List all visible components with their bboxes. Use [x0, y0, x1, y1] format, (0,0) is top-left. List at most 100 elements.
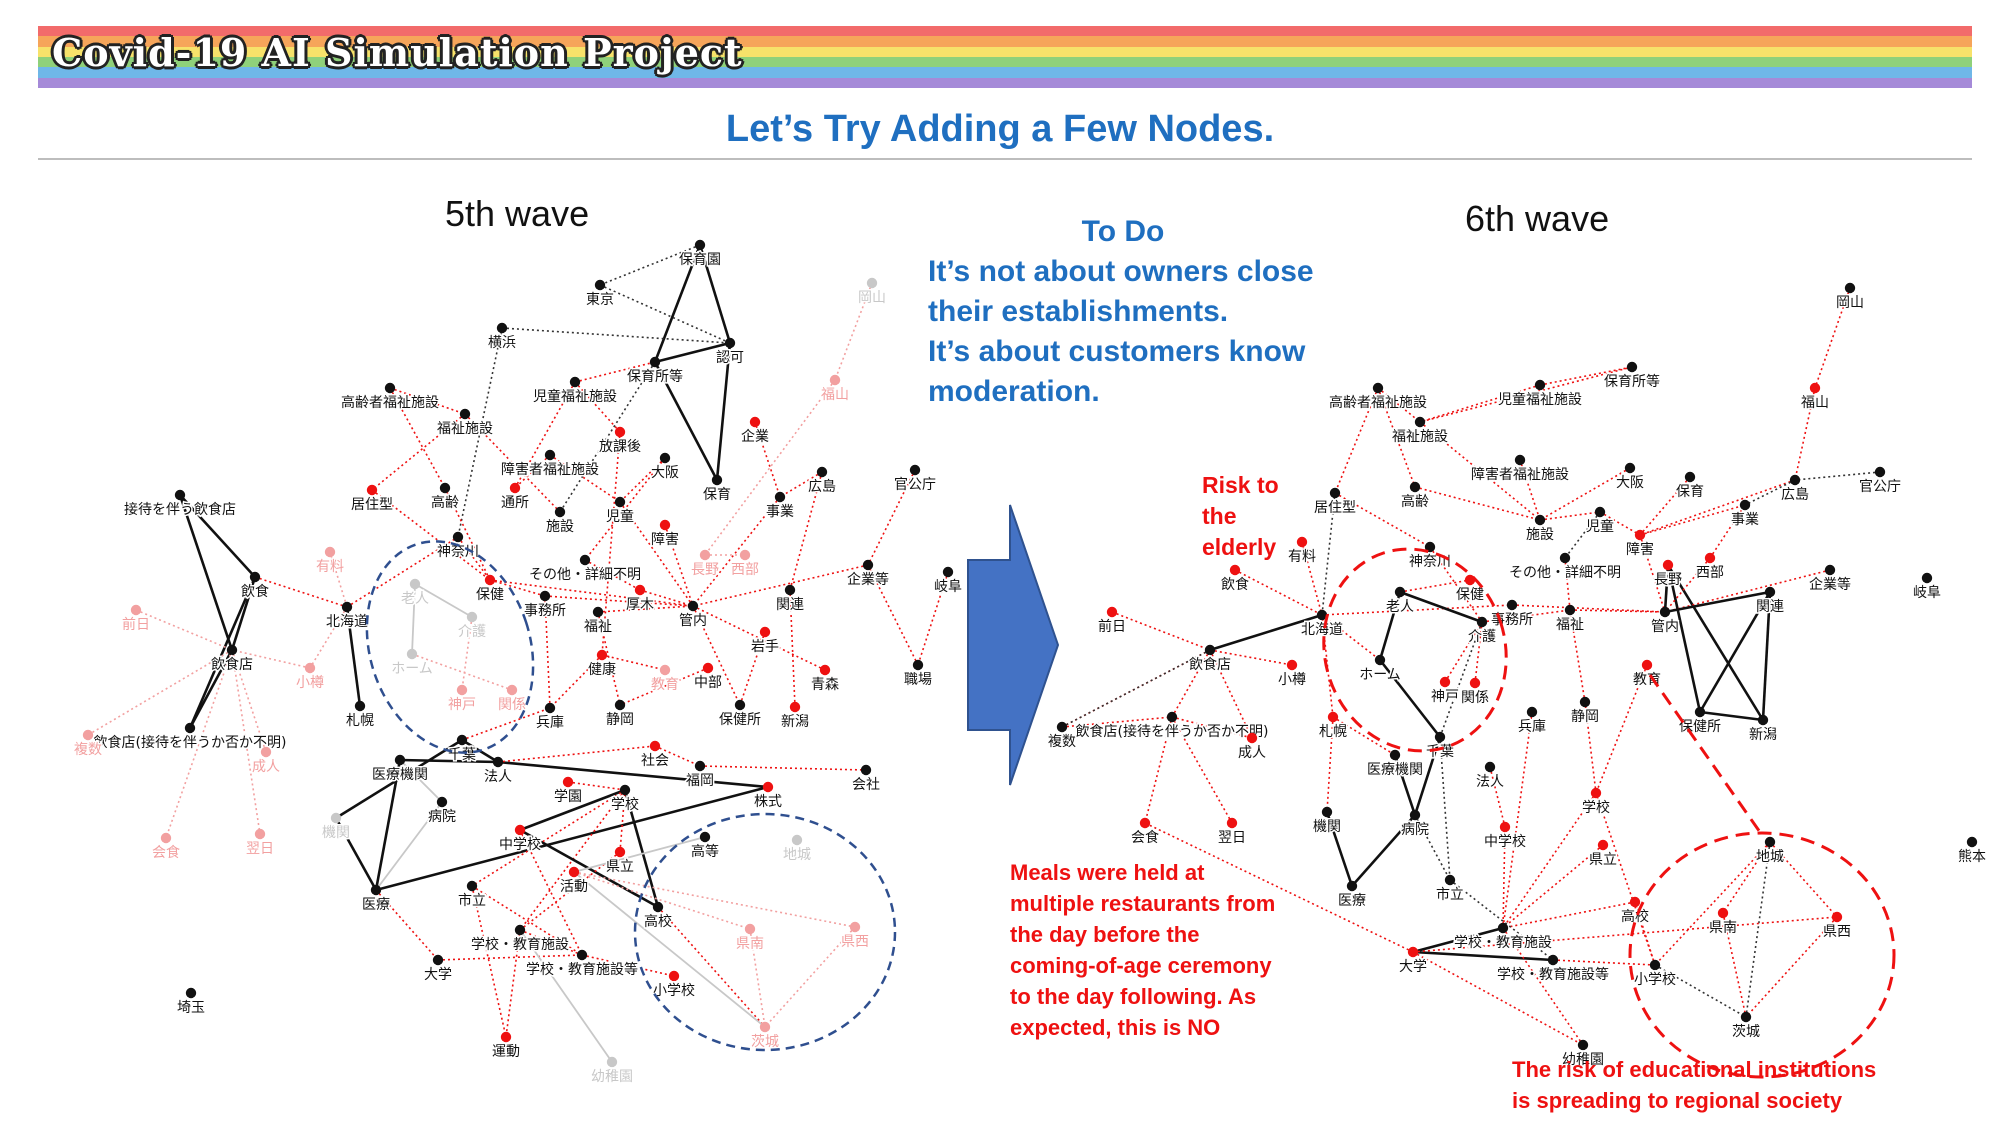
wave6-edge [1639, 534, 1666, 613]
wave6-edge [1698, 591, 1772, 713]
wave6-node-label: 障害者福祉施設 [1471, 467, 1569, 483]
wave6-edge [1664, 569, 1831, 613]
wave5-node-label: 介護 [458, 624, 486, 640]
wave5-node [562, 776, 574, 788]
wave6-edge [1061, 649, 1211, 728]
wave5-node [394, 754, 406, 766]
banner-stripe [38, 46, 1972, 57]
wave6-edge [1325, 811, 1354, 887]
wave5-node [791, 834, 803, 846]
wave6-edge [1378, 591, 1402, 661]
wave5-node [912, 659, 924, 671]
wave5-edge [461, 707, 551, 741]
wave6-node [1514, 454, 1526, 466]
wave5-edge [497, 760, 769, 789]
wave5-node [514, 824, 526, 836]
wave6-node [1641, 659, 1653, 671]
wave5-node [724, 337, 736, 349]
wave6-node [1321, 806, 1333, 818]
wave5-node [594, 279, 606, 291]
wave5-edge [549, 654, 603, 709]
wave6-node [1286, 659, 1298, 671]
wave6-node-label: 児童 [1586, 518, 1614, 535]
wave6-node-label: 高齢 [1401, 493, 1429, 510]
wave5-node-label: 通所 [501, 495, 529, 511]
wave6-node-label: 事業 [1731, 512, 1759, 528]
wave6-node [1579, 696, 1591, 708]
wave6-edge [1234, 569, 1323, 616]
wave5-node [749, 416, 761, 428]
wave6-edge [1334, 387, 1379, 494]
wave5-node-label: 青森 [811, 677, 839, 693]
wave5-edge [704, 379, 836, 556]
wave5-edge [471, 885, 507, 1038]
wave5-edge [715, 342, 732, 481]
wave5-node [659, 664, 671, 676]
wave5-edge [653, 361, 719, 481]
wave6-edge [1502, 901, 1636, 929]
wave5-node-label: 埼玉 [177, 1000, 205, 1016]
wave6-edge [1429, 546, 1483, 623]
wave5-node-label: 幼稚園 [591, 1069, 633, 1085]
wave6-node [1624, 462, 1636, 474]
wave6-node [1844, 282, 1856, 294]
banner-stripe [38, 36, 1972, 47]
wave6-node [1547, 954, 1559, 966]
wave5-node-label: 兵庫 [536, 714, 564, 731]
wave5-node [456, 734, 468, 746]
wave5-edge [188, 576, 257, 729]
wave6-node [1226, 817, 1238, 829]
wave5-node-label: 事業 [766, 504, 794, 520]
wave5-edge [597, 611, 621, 706]
wave5-edge [601, 654, 666, 671]
wave6-node [1464, 574, 1476, 586]
wave6-node [1374, 654, 1386, 666]
wave5-edge [346, 536, 459, 608]
wave5-node [500, 1031, 512, 1043]
wave5-node [829, 374, 841, 386]
wave6-edge [1412, 951, 1584, 1046]
wave6-node [1534, 514, 1546, 526]
wave5-node [649, 356, 661, 368]
wave6-edge [1377, 387, 1421, 423]
wave5-edge [574, 381, 621, 433]
wave6-node [1789, 474, 1801, 486]
wave6-edge [1502, 927, 1584, 1046]
wave6-node [1414, 416, 1426, 428]
elderly-cluster-ellipse-left [365, 540, 535, 754]
wave6-edge [1699, 710, 1764, 722]
wave6-node [1296, 536, 1308, 548]
wave5-edge [389, 387, 466, 415]
wave6-edge [1502, 711, 1533, 929]
wave6-node-label: 飲食店 [1189, 656, 1231, 673]
wave6-edge [1414, 814, 1451, 881]
wave6-edge [1564, 557, 1571, 611]
wave6-node-label: 施設 [1526, 527, 1554, 543]
wave6-node-label: 保育所等 [1604, 373, 1660, 390]
wave6-node [1444, 874, 1456, 886]
wave6-edge [1321, 492, 1336, 616]
wave5-node-label: 福祉施設 [437, 421, 493, 437]
wave6-edge [1489, 766, 1506, 828]
wave6-node-label: 成人 [1238, 745, 1266, 761]
wave6-node-label: 前日 [1098, 618, 1126, 635]
wave5-node [496, 322, 508, 334]
wave5-node [596, 649, 608, 661]
wave6-node [1434, 731, 1446, 743]
wave6-node-label: 保育 [1676, 484, 1704, 500]
wave6-node [1564, 604, 1576, 616]
wave5-node [592, 606, 604, 618]
wave6-edge [1519, 459, 1541, 521]
wave6-edge [1502, 826, 1506, 929]
wave6-node [1476, 616, 1488, 628]
wave6-edge [1061, 716, 1173, 728]
wave6-node [1559, 552, 1571, 564]
wave5-node [539, 590, 551, 602]
wave5-node [576, 949, 588, 961]
wave6-node-label: 関係 [1461, 690, 1489, 706]
wave6-edge [1209, 613, 1323, 652]
wave6-node [1497, 922, 1509, 934]
wave6-edge [1745, 841, 1771, 1018]
wave5-edge [471, 885, 583, 956]
wave6-node [1327, 711, 1339, 723]
